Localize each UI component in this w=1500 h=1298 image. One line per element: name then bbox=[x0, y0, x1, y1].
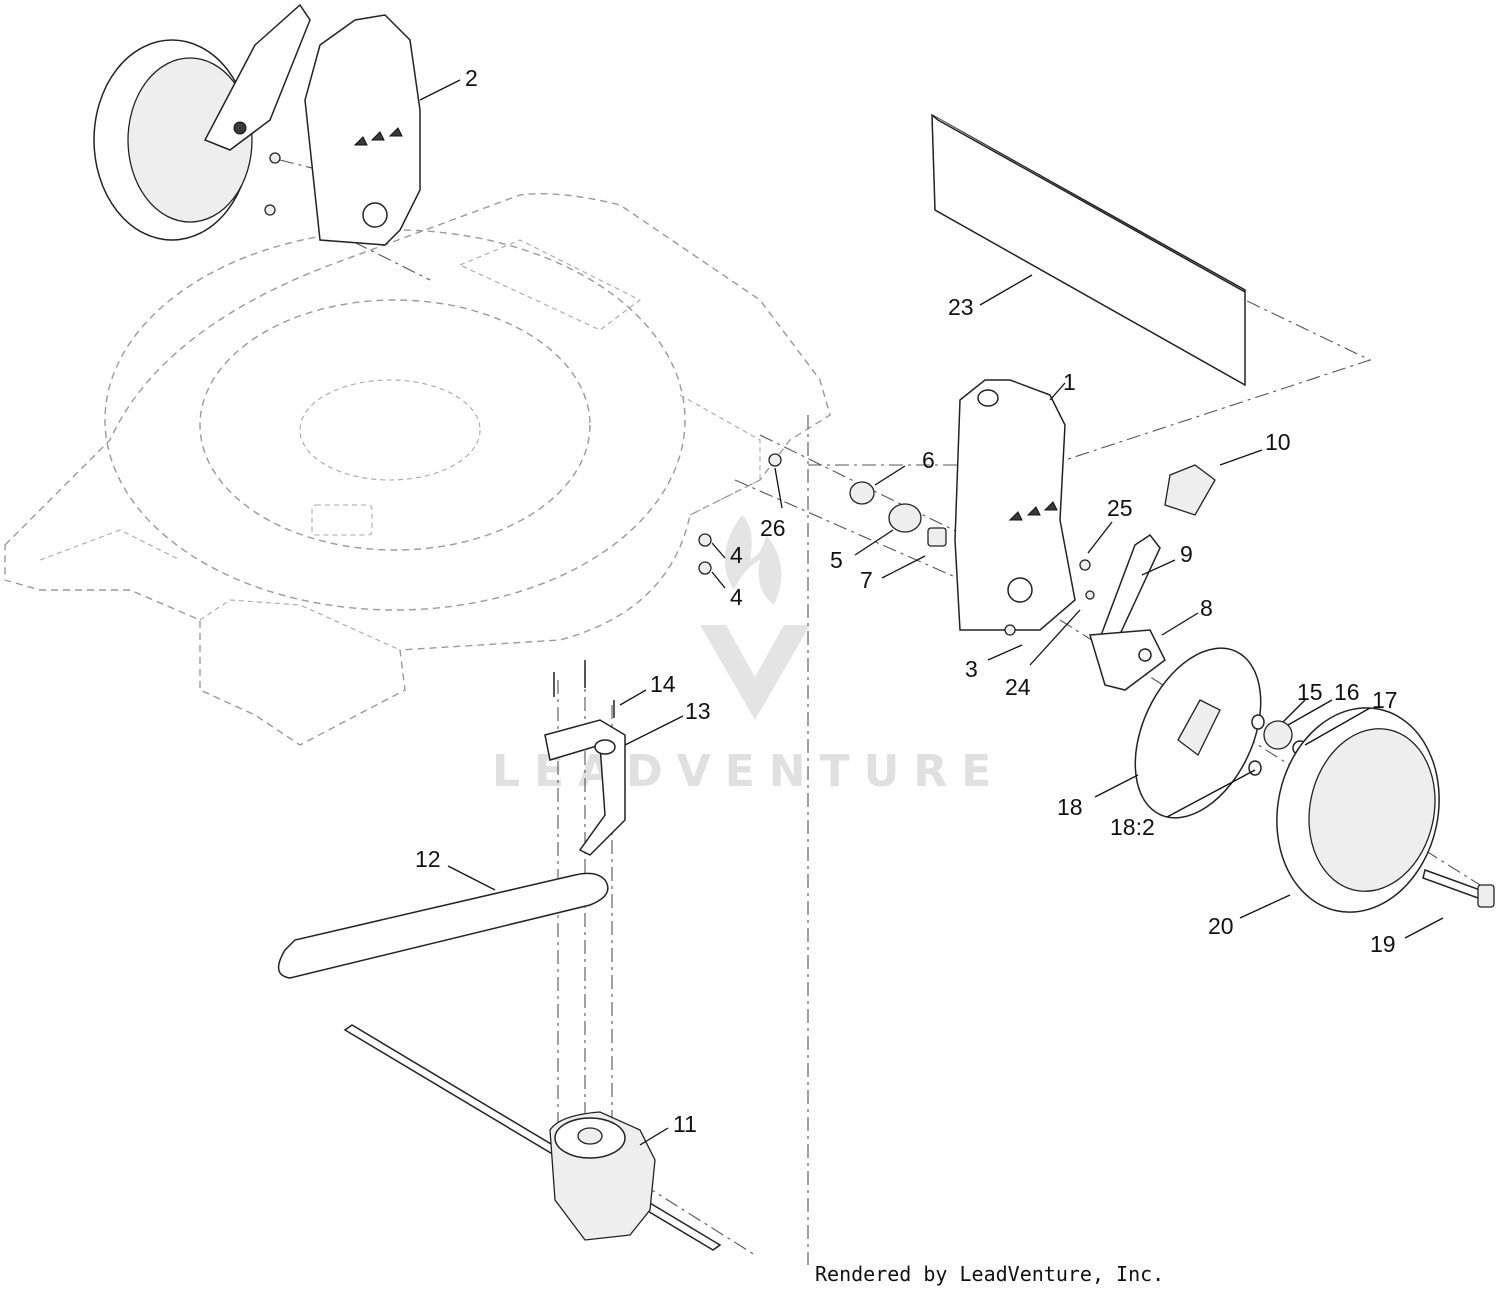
callout-15: 15 bbox=[1297, 679, 1323, 705]
height-adjuster-bracket-2 bbox=[304, 14, 421, 246]
pivot-plate-8 bbox=[1089, 629, 1166, 691]
watermark-text: LEADVENTURE bbox=[492, 746, 1005, 797]
axle-bushings bbox=[849, 481, 947, 547]
callout-23: 23 bbox=[948, 294, 974, 320]
adjuster-lever-9-10 bbox=[1099, 464, 1216, 646]
callout-3: 3 bbox=[965, 656, 978, 682]
mower-deck bbox=[4, 193, 831, 746]
callout-26: 26 bbox=[760, 515, 786, 541]
callout-labels: 1 2 3 4 4 5 6 7 8 9 10 11 12 13 14 15 16… bbox=[415, 65, 1398, 1137]
callout-8: 8 bbox=[1200, 595, 1213, 621]
callout-25: 25 bbox=[1107, 495, 1133, 521]
wheel-cover-18 bbox=[1134, 647, 1262, 819]
callout-24: 24 bbox=[1005, 674, 1031, 700]
callout-2: 2 bbox=[465, 65, 478, 91]
callout-1: 1 bbox=[1063, 369, 1076, 395]
callout-4a: 4 bbox=[730, 542, 743, 568]
leadventure-flame-logo bbox=[724, 515, 782, 605]
front-wheel-left bbox=[93, 3, 311, 241]
callout-11: 11 bbox=[673, 1111, 697, 1137]
callout-7: 7 bbox=[860, 567, 873, 593]
callout-4b: 4 bbox=[730, 584, 743, 610]
drive-belt-12 bbox=[277, 872, 609, 979]
callout-12: 12 bbox=[415, 846, 441, 872]
height-adjuster-bracket-1 bbox=[954, 379, 1076, 631]
callout-14: 14 bbox=[650, 671, 676, 697]
callout-17: 17 bbox=[1372, 687, 1398, 713]
callout-5: 5 bbox=[830, 547, 843, 573]
render-credit: Rendered by LeadVenture, Inc. bbox=[815, 1262, 1165, 1286]
transmission-11 bbox=[343, 1024, 722, 1251]
callout-6: 6 bbox=[922, 447, 935, 473]
callout-18: 18 bbox=[1057, 794, 1083, 820]
callout-19: 19 bbox=[1370, 931, 1396, 957]
callout-16: 16 bbox=[1334, 679, 1360, 705]
callout-10: 10 bbox=[1265, 429, 1291, 455]
rear-flap-23 bbox=[931, 113, 1246, 387]
rear-wheel-20 bbox=[1276, 707, 1440, 913]
callout-18-2: 18:2 bbox=[1110, 814, 1155, 840]
hardware-fasteners bbox=[264, 152, 1095, 636]
callout-9: 9 bbox=[1180, 541, 1193, 567]
callout-20: 20 bbox=[1208, 913, 1234, 939]
wheel-bolt-19 bbox=[1422, 869, 1495, 908]
leader-lines bbox=[419, 79, 1444, 1146]
watermark: LEADVENTURE bbox=[492, 515, 1005, 797]
belt-guard-bracket-13 bbox=[544, 660, 626, 856]
callout-13: 13 bbox=[685, 698, 711, 724]
